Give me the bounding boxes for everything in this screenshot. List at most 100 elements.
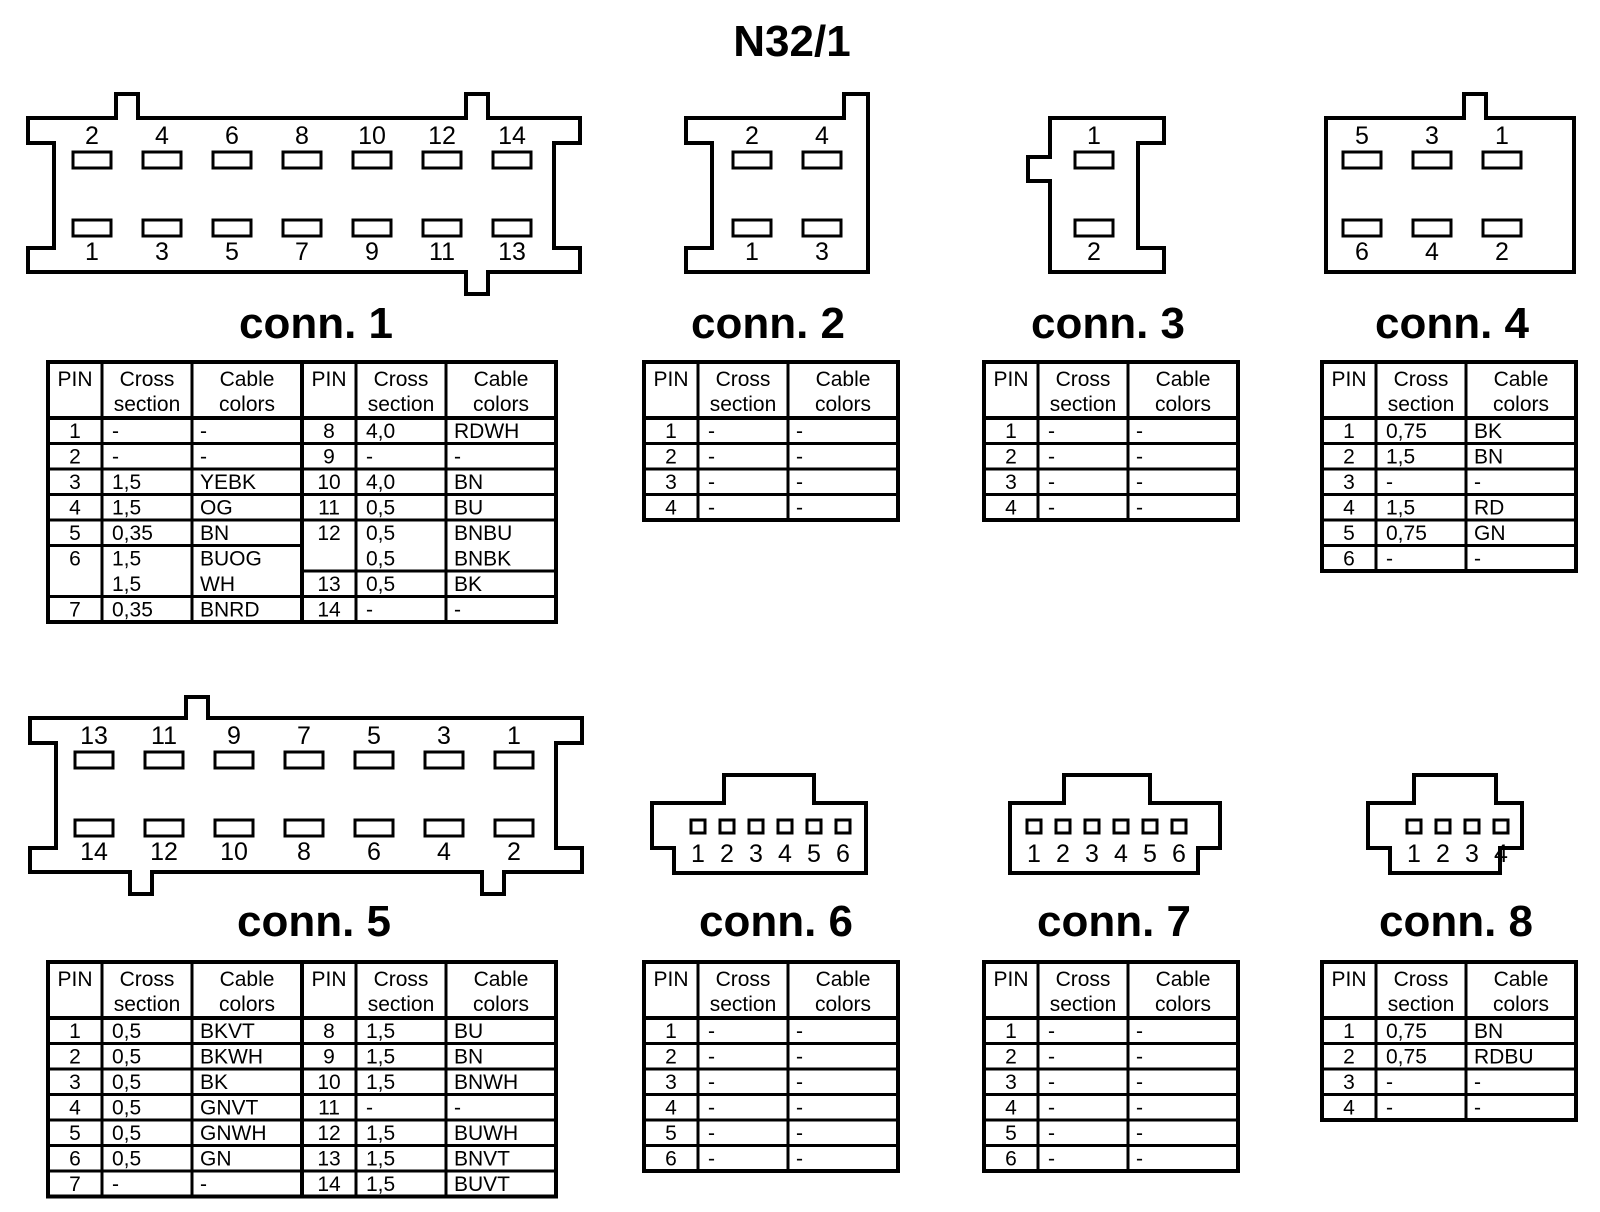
connector-6-table-header-colors: colors <box>815 993 871 1016</box>
connector-3-pin-label: 1 <box>1087 122 1101 150</box>
connector-5-table-cell-pin: 7 <box>69 1173 81 1196</box>
connector-4-table-cell-pin: 4 <box>1343 497 1355 520</box>
connector-1-pin-label: 12 <box>428 122 456 150</box>
connector-1-table-header-colors: colors <box>219 393 275 416</box>
connector-4-housing <box>1324 92 1576 274</box>
connector-7-table-cell-pin: 1 <box>1005 1020 1017 1043</box>
connector-4-table-cell-pin: 6 <box>1343 548 1355 571</box>
connector-1-pin-slot <box>281 150 323 170</box>
connector-1-pin-slot <box>141 150 183 170</box>
connector-1-pin-label: 14 <box>498 122 526 150</box>
connector-5-table-cell-pin: 2 <box>69 1046 81 1069</box>
connector-3-table-header-colors: colors <box>1155 393 1211 416</box>
connector-5-table-header-colors: Cable <box>220 968 275 991</box>
connector-1-table-cell-colors: BK <box>454 573 482 596</box>
connector-7-pin-slot <box>1083 818 1101 835</box>
connector-7-table-cell-colors: - <box>1136 1020 1143 1043</box>
connector-6-table-cell-colors: - <box>796 1097 803 1120</box>
connector-6-pin-label: 1 <box>691 840 705 868</box>
connector-1-table-cell-pin: 7 <box>69 599 81 622</box>
connector-5-table-cell-colors: BN <box>454 1046 483 1069</box>
connector-6-table-header-cross: Cross <box>716 968 771 991</box>
connector-4-table-cell-colors: RD <box>1474 497 1504 520</box>
connector-3-table-cell-colors: - <box>1136 420 1143 443</box>
connector-2-table-cell-pin: 4 <box>665 497 677 520</box>
connector-1-table-cell-cross: - <box>366 599 373 622</box>
connector-3-table-cell-colors: - <box>1136 446 1143 469</box>
connector-2-table-header-colors: Cable <box>816 368 871 391</box>
connector-6-table-cell-colors: - <box>796 1020 803 1043</box>
connector-2-pin-label: 3 <box>815 238 829 266</box>
connector-6-table-cell-colors: - <box>796 1046 803 1069</box>
connector-6-pin-slot <box>834 818 852 835</box>
connector-1-table-cell-pin: 1 <box>69 420 81 443</box>
connector-6-table-cell-cross: - <box>708 1097 715 1120</box>
connector-1-pin-label: 11 <box>429 238 455 266</box>
connector-4-table-cell-colors: BK <box>1474 420 1502 443</box>
connector-2-table-header-cross: Cross <box>716 368 771 391</box>
connector-8-pin-slot <box>1405 818 1423 835</box>
connector-8-table-cell-pin: 1 <box>1343 1020 1355 1043</box>
connector-1-table-cell-cross: 1,5 <box>112 471 141 494</box>
connector-5-table-cell-pin: 4 <box>69 1097 81 1120</box>
connector-1-pin-slot <box>351 218 393 238</box>
connector-7-table-cell-cross: - <box>1048 1148 1055 1171</box>
connector-5-pin-slot <box>73 818 115 838</box>
connector-3-table-cell-cross: - <box>1048 471 1055 494</box>
connector-3-table-cell-cross: - <box>1048 446 1055 469</box>
connector-6-pin-slot <box>747 818 765 835</box>
connector-6-table-cell-pin: 4 <box>665 1097 677 1120</box>
connector-5-table-cell-colors: BUVT <box>454 1173 510 1196</box>
connector-4-table-header-colors: colors <box>1493 393 1549 416</box>
connector-5-pin-slot <box>493 750 535 770</box>
connector-4-table-cell-pin: 2 <box>1343 446 1355 469</box>
connector-6-pin-label: 5 <box>807 840 821 868</box>
connector-4-pin-label: 2 <box>1495 238 1509 266</box>
connector-2-table-border <box>642 360 900 522</box>
connector-4-table-cell-cross: - <box>1386 548 1393 571</box>
connector-1-table-cell-cross: 4,0 <box>366 471 395 494</box>
connector-5-table-cell-cross: 1,5 <box>366 1046 395 1069</box>
connector-2-table-cell-cross: - <box>708 420 715 443</box>
connector-1-table-header-cross: section <box>368 393 435 416</box>
connector-5-table-cell-colors: BNWH <box>454 1071 518 1094</box>
connector-1-table-cell-colors: - <box>200 446 207 469</box>
connector-4-table-cell-colors: - <box>1474 471 1481 494</box>
connector-2-table-cell-pin: 3 <box>665 471 677 494</box>
connector-1-table-cell-colors: BUOG <box>200 548 262 571</box>
connector-4-pin-slot <box>1341 150 1383 170</box>
connector-4-table-cell-colors: BN <box>1474 446 1503 469</box>
connector-3-table-cell-cross: - <box>1048 420 1055 443</box>
connector-4-pin-slot <box>1341 218 1383 238</box>
connector-1-table-cell-cross: 0,5 <box>366 573 395 596</box>
connector-8-table-cell-pin: 4 <box>1343 1097 1355 1120</box>
connector-4-table-border <box>1320 360 1578 573</box>
connector-8-table-cell-cross: 0,75 <box>1386 1046 1427 1069</box>
connector-4-table-cell-colors: GN <box>1474 522 1506 545</box>
connector-5-table-cell-pin: 6 <box>69 1148 81 1171</box>
connector-5-table-cell-colors: BNVT <box>454 1148 510 1171</box>
connector-7-pin-label: 4 <box>1114 840 1128 868</box>
connector-5-table-cell-colors: BKWH <box>200 1046 263 1069</box>
connector-2-housing <box>684 92 870 274</box>
connector-4-table-cell-cross: - <box>1386 471 1393 494</box>
connector-5-table-header-colors: colors <box>473 993 529 1016</box>
connector-1-table-cell-colors: RDWH <box>454 420 519 443</box>
connector-5-pin-label: 10 <box>220 838 248 866</box>
connector-3-table-cell-pin: 1 <box>1005 420 1017 443</box>
connector-5-table-cell-cross: 0,5 <box>112 1071 141 1094</box>
connector-6-table-cell-colors: - <box>796 1071 803 1094</box>
connector-1-table-header-colors: colors <box>473 393 529 416</box>
connector-3-housing <box>1026 116 1166 274</box>
connector-7-housing <box>1008 773 1222 875</box>
connector-7-table-cell-pin: 5 <box>1005 1122 1017 1145</box>
connector-3-table-cell-pin: 2 <box>1005 446 1017 469</box>
connector-3-table-cell-pin: 4 <box>1005 497 1017 520</box>
connector-4-table-cell-pin: 3 <box>1343 471 1355 494</box>
connector-1-table-cell-cross: - <box>112 420 119 443</box>
connector-8-table-cell-cross: - <box>1386 1097 1393 1120</box>
connector-2-pin-slot <box>801 218 843 238</box>
connector-8-table-cell-colors: - <box>1474 1071 1481 1094</box>
connector-1-pin-label: 6 <box>225 122 239 150</box>
connector-1-table-cell-colors: YEBK <box>200 471 256 494</box>
